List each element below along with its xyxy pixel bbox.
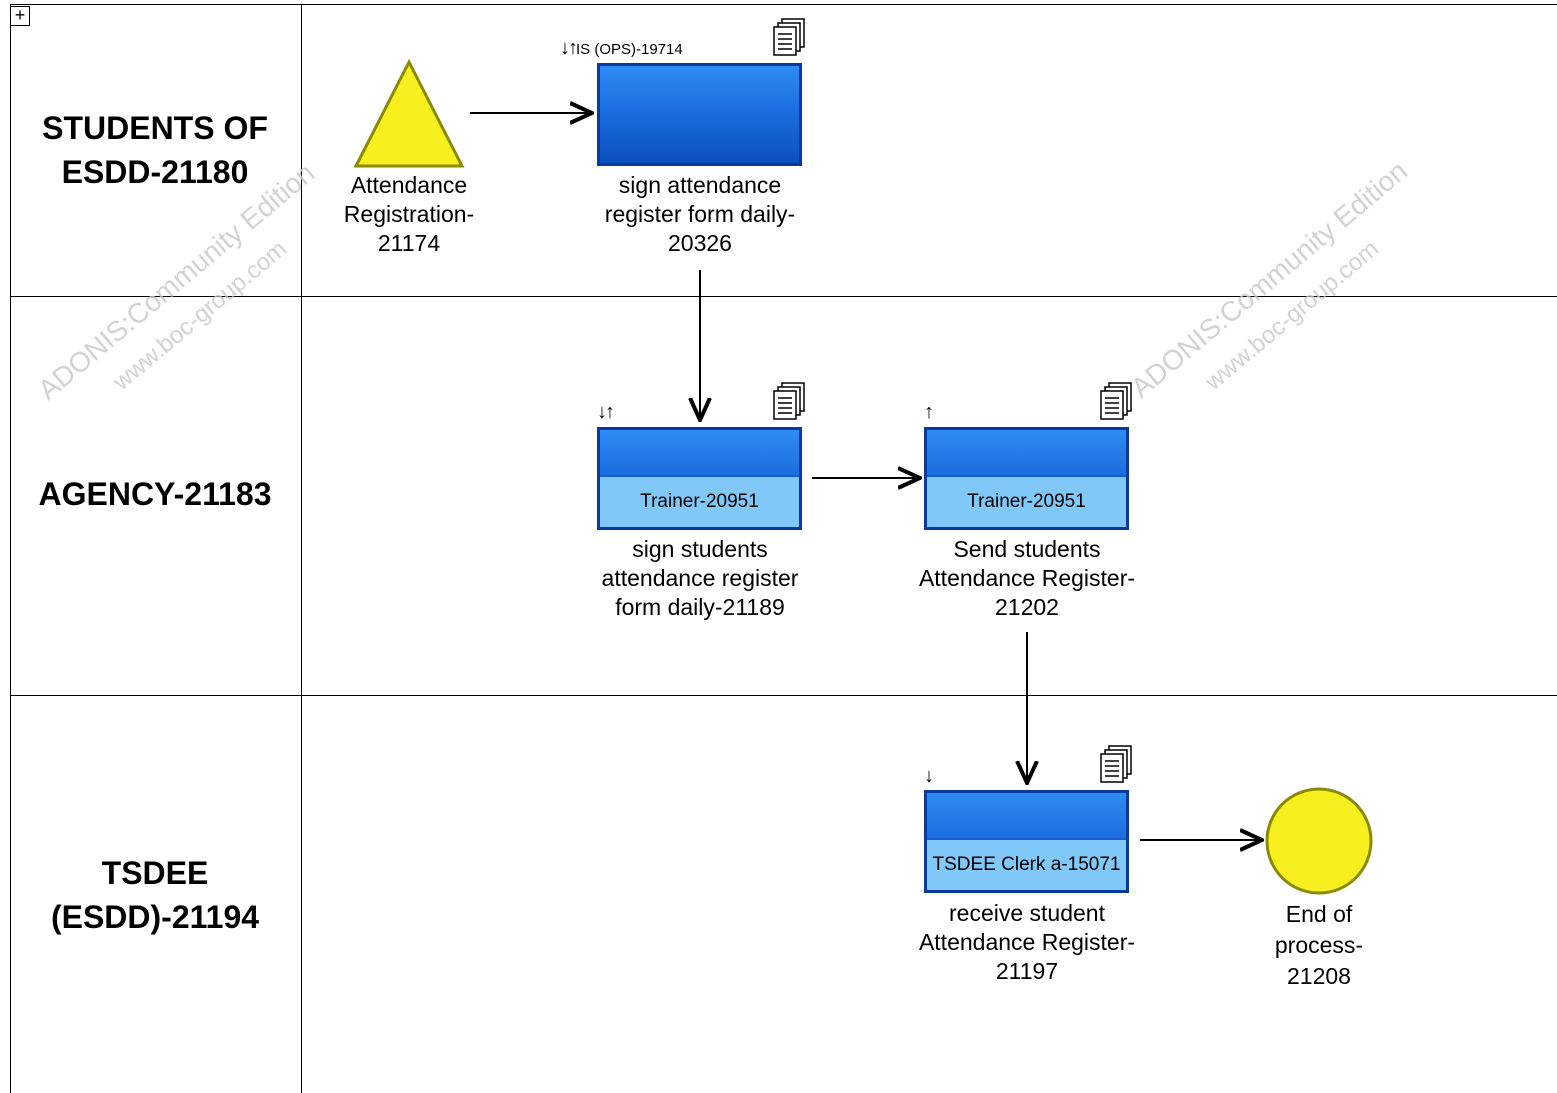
documents-icon[interactable] — [772, 18, 806, 58]
documents-icon[interactable] — [1099, 745, 1133, 785]
end-event-caption: End of process-21208 — [1274, 901, 1364, 989]
left-border — [10, 4, 11, 1093]
activity-send-attendance[interactable]: Trainer-20951 — [924, 427, 1129, 530]
top-border — [10, 4, 1557, 5]
lane-label-divider — [301, 4, 302, 1093]
io-tag: IS (OPS)-19714 — [576, 41, 683, 58]
lane-label-students: STUDENTS OF ESDD-21180 — [42, 110, 268, 190]
activity-role: Trainer-20951 — [927, 475, 1126, 527]
activity-role: TSDEE Clerk a-15071 — [927, 838, 1126, 890]
activity-caption: sign students attendance register form d… — [601, 536, 799, 620]
lane-label-agency: AGENCY-21183 — [38, 476, 272, 512]
activity-caption: Send students Attendance Register-21202 — [918, 536, 1136, 620]
io-arrows-icon: ↓↑ — [560, 37, 578, 59]
activity-receive-attendance[interactable]: TSDEE Clerk a-15071 — [924, 790, 1129, 893]
activity-caption: sign attendance register form daily-2032… — [604, 172, 796, 256]
documents-icon[interactable] — [1099, 382, 1133, 422]
documents-icon[interactable] — [772, 382, 806, 422]
lane-divider-2 — [10, 695, 1557, 696]
io-arrows-icon: ↑ — [924, 401, 934, 423]
lane-divider-1 — [10, 296, 1557, 297]
activity-sign-attendance[interactable] — [597, 63, 802, 166]
end-event-circle[interactable] — [1265, 787, 1373, 895]
activity-caption: receive student Attendance Register-2119… — [918, 900, 1136, 984]
lane-label-tsdee: TSDEE (ESDD)-21194 — [50, 855, 260, 935]
io-markers: ↓↑IS (OPS)-19714 — [560, 38, 683, 60]
start-event-triangle[interactable] — [353, 58, 465, 168]
start-event-caption: Attendance Registration-21174 — [343, 172, 475, 256]
io-arrows-icon: ↓↑ — [597, 401, 615, 423]
activity-role: Trainer-20951 — [600, 475, 799, 527]
expand-plus-icon[interactable]: + — [10, 6, 30, 26]
io-arrows-icon: ↓ — [924, 765, 934, 787]
activity-sign-students-attendance[interactable]: Trainer-20951 — [597, 427, 802, 530]
